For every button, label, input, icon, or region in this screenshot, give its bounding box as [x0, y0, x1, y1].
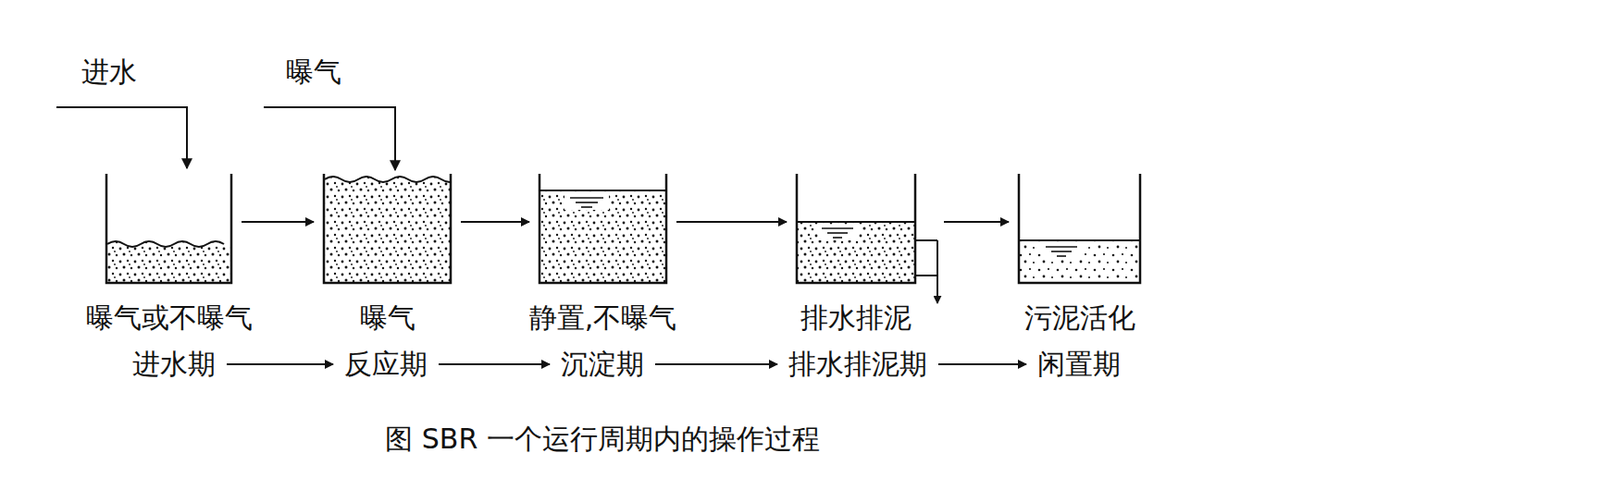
- flow-arrow: [460, 221, 530, 224]
- phase-name: 排水排泥期: [788, 348, 928, 382]
- operation-label: 曝气或不曝气: [86, 302, 253, 335]
- phase-name: 反应期: [344, 348, 428, 382]
- reactor-tank: 污泥活化: [1017, 173, 1142, 285]
- water-surface: [324, 176, 450, 183]
- phase-label: 进水期: [132, 348, 216, 382]
- sludge-mixture: [324, 176, 450, 283]
- tank-wall: [796, 173, 916, 284]
- phase-name: 闲置期: [1037, 348, 1121, 382]
- flow-arrow: [226, 363, 334, 366]
- aeration-label: 曝气: [285, 53, 342, 92]
- water-surface: [1018, 239, 1141, 242]
- operation-label: 排水排泥: [800, 302, 912, 335]
- flow-arrow: [943, 221, 1009, 224]
- discharge-arrow: [936, 240, 939, 304]
- reactor-tank: 曝气: [322, 173, 452, 285]
- water-surface: [107, 241, 224, 248]
- flow-arrow: [938, 363, 1027, 366]
- reactor-tank: 曝气或不曝气: [105, 173, 233, 285]
- reactor-tank: 静置,不曝气: [538, 173, 668, 285]
- sludge-pipe: [916, 274, 938, 277]
- phase-label: 闲置期: [1037, 348, 1121, 382]
- water-surface: [539, 189, 667, 192]
- inflow-label: 进水: [81, 53, 137, 92]
- flow-arrow: [655, 363, 778, 366]
- phase-name: 沉淀期: [560, 348, 645, 382]
- sludge-mixture: [1019, 241, 1140, 284]
- aeration-pipe: [263, 107, 396, 171]
- reactor-tank: 排水排泥: [795, 173, 917, 285]
- tank-outline: [538, 173, 668, 285]
- inlet-pipe: [56, 107, 187, 169]
- operation-label: 静置,不曝气: [529, 302, 678, 335]
- figure-caption: 图 SBR 一个运行周期内的操作过程: [384, 421, 820, 459]
- flow-arrow: [438, 363, 550, 366]
- sludge-mixture: [540, 191, 666, 284]
- phase-label: 排水排泥期: [788, 348, 928, 382]
- tank-wall: [106, 173, 232, 284]
- flow-arrow: [676, 221, 787, 224]
- tank-wall: [1018, 173, 1141, 284]
- tank-outline: [795, 173, 917, 285]
- tank-outline: [1017, 173, 1142, 285]
- operation-label: 污泥活化: [1024, 302, 1136, 335]
- operation-label: 曝气: [359, 302, 416, 335]
- phase-label: 沉淀期: [560, 348, 645, 382]
- phase-name: 进水期: [132, 348, 216, 382]
- water-surface: [796, 221, 917, 224]
- tank-wall: [539, 173, 667, 284]
- flow-arrow: [241, 221, 314, 224]
- phase-label: 反应期: [344, 348, 428, 382]
- tank-wall: [323, 173, 451, 284]
- sludge-mixture: [797, 223, 916, 284]
- outlet-pipe: [916, 239, 938, 242]
- sludge-mixture: [107, 241, 231, 283]
- tank-outline: [322, 173, 452, 285]
- tank-outline: [105, 173, 233, 285]
